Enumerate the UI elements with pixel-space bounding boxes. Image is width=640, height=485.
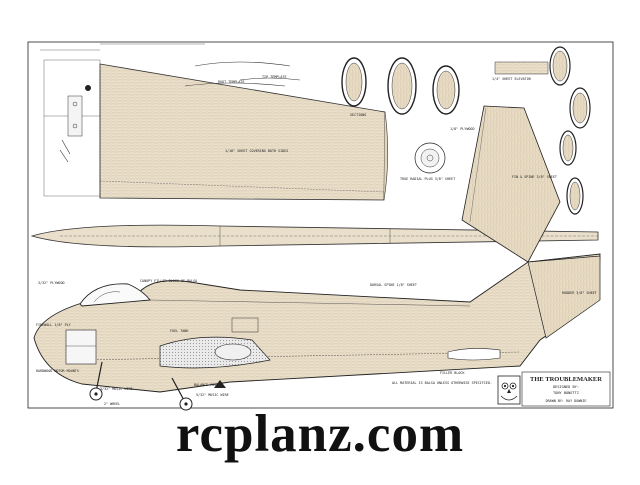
balance-point: BALANCE POINT [194,380,226,388]
plug-label: TRUE RADIAL PLUG 3/8" SHEET [400,177,455,181]
filler-block-label: FILLER BLOCK [440,371,465,375]
tip-template-label: TIP TEMPLATE [262,75,287,79]
fuselage-side-view: FUEL TANK CANOPY FILLER BLOCK OF BALSA D… [33,253,601,393]
canopy-filler-label: CANOPY FILLER BLOCK OF BALSA [140,279,197,283]
elevator-label: 1/4" SHEET ELEVATOR [492,77,532,81]
dorsal-spine-label: DORSAL SPINE 1/8" SHEET [370,283,417,287]
material-note: ALL MATERIAL IS BALSA UNLESS OTHERWISE S… [392,381,492,385]
rib-templates: ROOT TEMPLATE TIP TEMPLATE [184,61,301,87]
sections-label: SECTIONS [350,113,366,117]
elevator-detail: 1/4" SHEET ELEVATOR [492,61,549,81]
landing-gear: 2" WHEEL 5/32" MUSIC WIRE [89,361,229,411]
wing-plan-view [40,43,389,201]
wheel-label: 2" WHEEL [104,402,120,406]
fuel-tank-label: FUEL TANK [170,329,189,333]
tip-ply-label: 1/8" PLYWOOD [450,127,475,131]
owl-logo-icon [497,375,521,405]
drawn-by-label: DRAWN BY: RAY DOWNIE [546,399,587,403]
stabilizer-side: RUDDER 3/8" SHEET [527,255,601,339]
ply-label: 3/32" PLYWOOD [38,281,65,285]
wing-sheet-note: 1/16" SHEET COVERING BOTH SIDES [225,149,288,153]
axle-label: 3/32" MUSIC WIRE [100,387,133,391]
designed-by-label: DESIGNED BY: [553,385,579,389]
site-watermark: rcplanz.com [175,405,465,463]
title-block: THE TROUBLEMAKER DESIGNED BY: TONY BONET… [497,371,611,407]
plan-title: THE TROUBLEMAKER [530,376,602,383]
root-template-label: ROOT TEMPLATE [218,80,245,84]
hardwood-label: HARDWOOD MOTOR MOUNTS [36,369,79,373]
designer-name: TONY BONETTI [553,391,579,395]
fin-note: FIN & SPINE 3/8" SHEET [512,175,557,179]
gear-wire-label: 5/32" MUSIC WIRE [196,393,229,397]
firewall-label: FIREWALL 1/8" PLY [36,323,71,327]
fuselage-sections: SECTIONS 1/8" PLYWOOD TRUE RADIAL PLUG 3… [341,46,591,215]
fin-plan: FIN & SPINE 3/8" SHEET [461,105,601,263]
balance-point-label: BALANCE POINT [194,383,221,387]
rudder-note: RUDDER 3/8" SHEET [562,291,597,295]
